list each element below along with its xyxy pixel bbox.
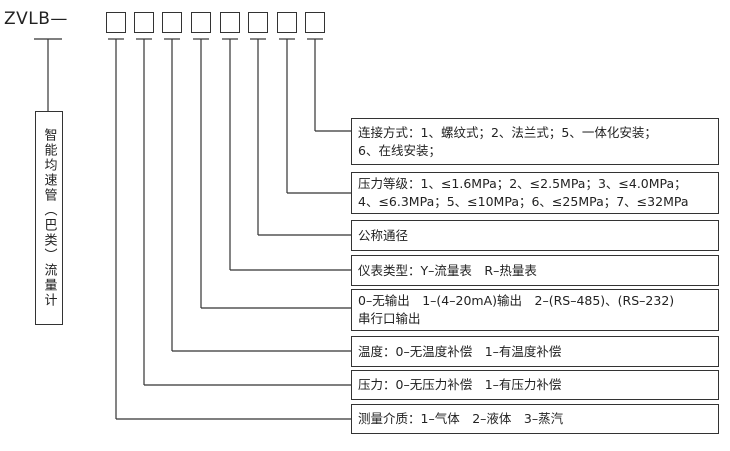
code-slot-8 [305, 12, 325, 33]
option-line: 连接方式：1、螺纹式；2、法兰式；5、一体化安装； [358, 124, 657, 140]
option-line: 串行口输出 [358, 311, 421, 326]
option-pressure-rating: 压力等级：1、≤1.6MPa；2、≤2.5MPa；3、≤4.0MPa； 4、≤6… [351, 172, 719, 214]
option-medium: 测量介质：1–气体 2–液体 3–蒸汽 [351, 404, 719, 434]
code-slot-2 [134, 12, 154, 33]
option-line: 测量介质：1–气体 2–液体 3–蒸汽 [358, 411, 564, 426]
option-line: 6、在线安装； [358, 142, 441, 158]
product-name-box: 智能均速管（巴类）流量计 [35, 111, 63, 325]
option-line: 0–无输出 1–(4–20mA)输出 2–(RS–485)、(RS–232) [358, 293, 675, 308]
option-line: 公称通径 [358, 227, 409, 243]
product-name: 智能均速管（巴类）流量计 [41, 128, 57, 308]
option-nominal-diameter: 公称通径 [351, 220, 719, 251]
code-slot-4 [191, 12, 211, 33]
option-temperature-compensation: 温度：0–无温度补偿 1–有温度补偿 [351, 336, 719, 367]
code-slot-3 [162, 12, 182, 33]
option-connection-type: 连接方式：1、螺纹式；2、法兰式；5、一体化安装； 6、在线安装； [351, 118, 719, 165]
option-line: 仪表类型：Y–流量表 R–热量表 [358, 262, 537, 278]
code-slot-6 [248, 12, 268, 33]
option-line: 压力：0–无压力补偿 1–有压力补偿 [358, 377, 562, 392]
option-output: 0–无输出 1–(4–20mA)输出 2–(RS–485)、(RS–232) 串… [351, 289, 719, 331]
code-slot-1 [106, 12, 126, 33]
option-line: 压力等级：1、≤1.6MPa；2、≤2.5MPa；3、≤4.0MPa； [358, 176, 687, 191]
option-line: 温度：0–无温度补偿 1–有温度补偿 [358, 343, 562, 359]
option-meter-type: 仪表类型：Y–流量表 R–热量表 [351, 255, 719, 286]
code-slot-7 [277, 12, 297, 33]
option-line: 4、≤6.3MPa；5、≤10MPa；6、≤25MPa；7、≤32MPa [358, 194, 689, 209]
code-slot-5 [220, 12, 240, 33]
model-prefix: ZVLB— [4, 9, 68, 29]
option-pressure-compensation: 压力：0–无压力补偿 1–有压力补偿 [351, 370, 719, 400]
